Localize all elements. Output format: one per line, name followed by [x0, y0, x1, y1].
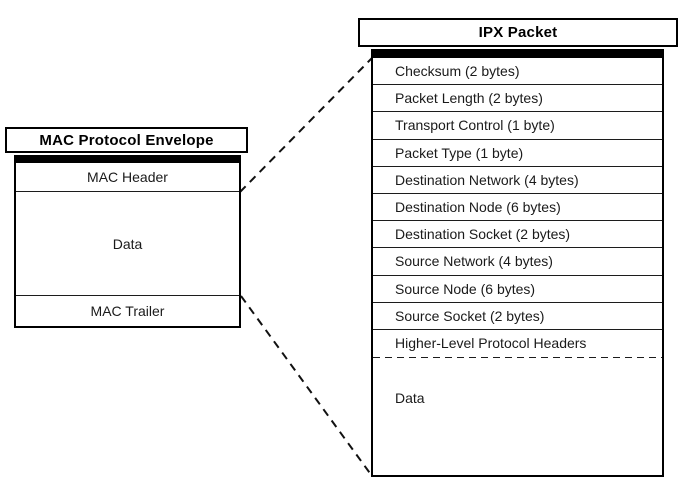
ipx-packet-box: Checksum (2 bytes) Packet Length (2 byte… [371, 49, 664, 477]
ipx-field-packet-length-label: Packet Length (2 bytes) [395, 90, 543, 107]
expansion-line-top [239, 57, 373, 193]
mac-data-label: Data [112, 235, 143, 252]
ipx-field-destination-socket-label: Destination Socket (2 bytes) [395, 226, 571, 243]
ipx-field-higher-level-headers: Higher-Level Protocol Headers [373, 330, 662, 357]
ipx-field-destination-socket: Destination Socket (2 bytes) [373, 221, 662, 249]
ipx-data-section: Data [373, 358, 662, 475]
ipx-field-destination-node: Destination Node (6 bytes) [373, 194, 662, 222]
ipx-field-destination-network-label: Destination Network (4 bytes) [395, 171, 579, 188]
mac-trailer-label: MAC Trailer [90, 303, 165, 319]
ipx-field-source-node: Source Node (6 bytes) [373, 276, 662, 303]
ipx-field-source-node-label: Source Node (6 bytes) [395, 280, 536, 297]
ipx-packet-title: IPX Packet [358, 18, 678, 47]
mac-header-label: MAC Header [87, 169, 168, 185]
data-boundary-dashed-line [373, 357, 662, 359]
mac-data-section: Data [16, 192, 239, 295]
mac-trailer-section: MAC Trailer [16, 295, 239, 326]
ipx-data-label: Data [395, 390, 425, 407]
ipx-field-packet-length: Packet Length (2 bytes) [373, 85, 662, 113]
ipx-field-checksum-label: Checksum (2 bytes) [395, 63, 520, 80]
ipx-packet-title-label: IPX Packet [478, 24, 558, 41]
ipx-field-transport-control-label: Transport Control (1 byte) [395, 117, 555, 134]
ipx-field-source-socket-label: Source Socket (2 bytes) [395, 307, 545, 324]
ipx-field-source-network-label: Source Network (4 bytes) [395, 253, 553, 270]
ipx-field-destination-node-label: Destination Node (6 bytes) [395, 199, 561, 216]
mac-envelope-title: MAC Protocol Envelope [5, 127, 248, 153]
mac-envelope-box: MAC Header Data MAC Trailer [14, 155, 241, 328]
ipx-field-packet-type: Packet Type (1 byte) [373, 140, 662, 167]
ipx-field-higher-level-headers-label: Higher-Level Protocol Headers [395, 335, 587, 352]
ipx-field-source-socket: Source Socket (2 bytes) [373, 303, 662, 330]
ipx-field-checksum: Checksum (2 bytes) [373, 58, 662, 86]
mac-header-section: MAC Header [16, 163, 239, 192]
ipx-field-destination-network: Destination Network (4 bytes) [373, 167, 662, 194]
ipx-field-transport-control: Transport Control (1 byte) [373, 112, 662, 140]
mac-envelope-title-label: MAC Protocol Envelope [39, 131, 214, 149]
expansion-line-bottom [240, 295, 373, 477]
ipx-field-source-network: Source Network (4 bytes) [373, 248, 662, 276]
ipx-field-packet-type-label: Packet Type (1 byte) [395, 144, 524, 161]
